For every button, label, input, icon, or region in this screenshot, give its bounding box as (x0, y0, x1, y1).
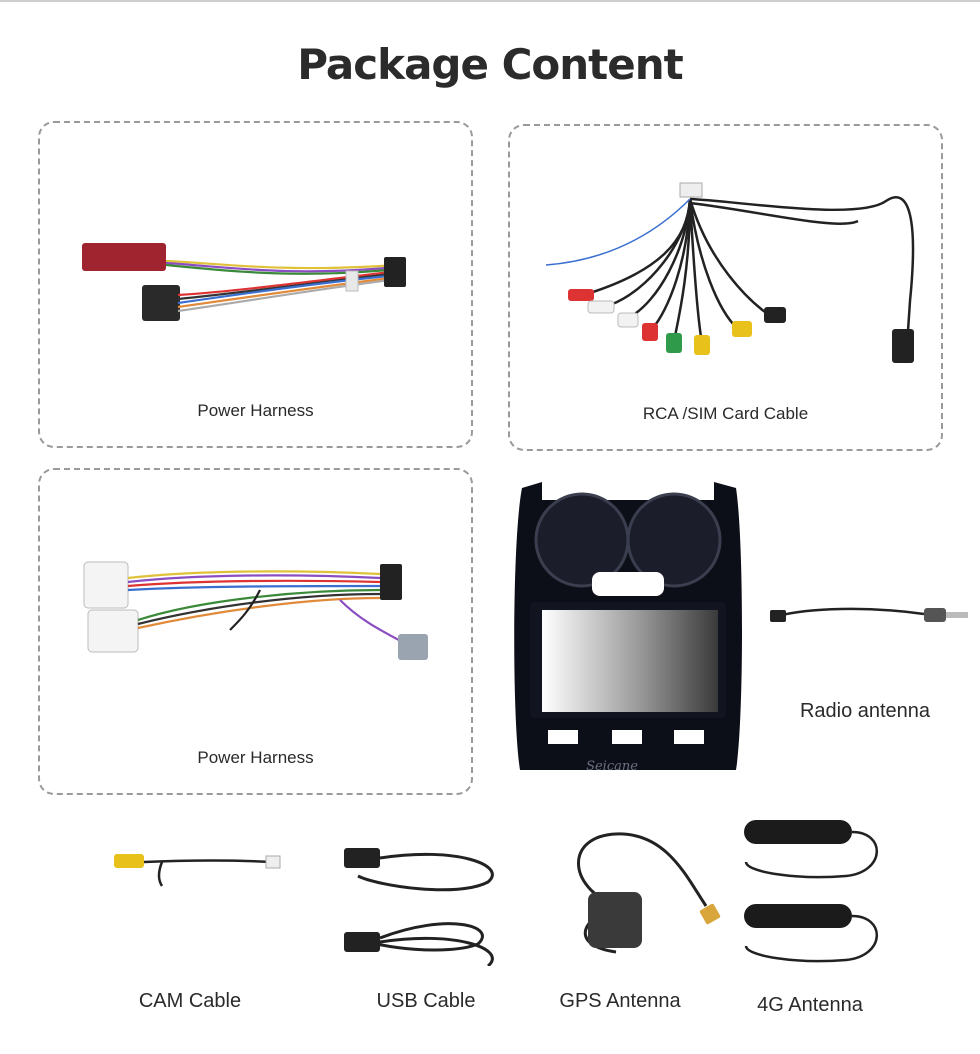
brand-logo: Seicane (586, 759, 638, 774)
power-harness-icon (83, 561, 428, 660)
item-caption: Power Harness (197, 748, 314, 767)
item-card-power-harness-2: Power Harness (38, 468, 473, 795)
rca-sim-cable-icon (545, 182, 915, 363)
item-caption: Radio antenna (799, 700, 931, 722)
head-unit-image: Seicane (514, 482, 742, 774)
radio-antenna-icon (770, 607, 968, 622)
cam-cable-icon (114, 854, 281, 887)
item-card-power-harness-1: Power Harness (38, 121, 473, 448)
page-title: Package Content (297, 40, 683, 89)
power-harness-icon (82, 243, 406, 321)
item-caption: Power Harness (197, 401, 314, 420)
item-caption: USB Cable (376, 990, 476, 1012)
gps-antenna-icon (577, 832, 721, 954)
4g-antenna-icon (744, 820, 878, 963)
top-divider (0, 0, 980, 2)
item-caption: RCA /SIM Card Cable (642, 404, 809, 423)
item-caption: GPS Antenna (559, 990, 681, 1012)
item-caption: 4G Antenna (757, 994, 863, 1016)
usb-cable-icon (344, 848, 494, 966)
item-card-rca-sim-cable: RCA /SIM Card Cable (508, 124, 943, 451)
item-caption: CAM Cable (138, 990, 242, 1012)
